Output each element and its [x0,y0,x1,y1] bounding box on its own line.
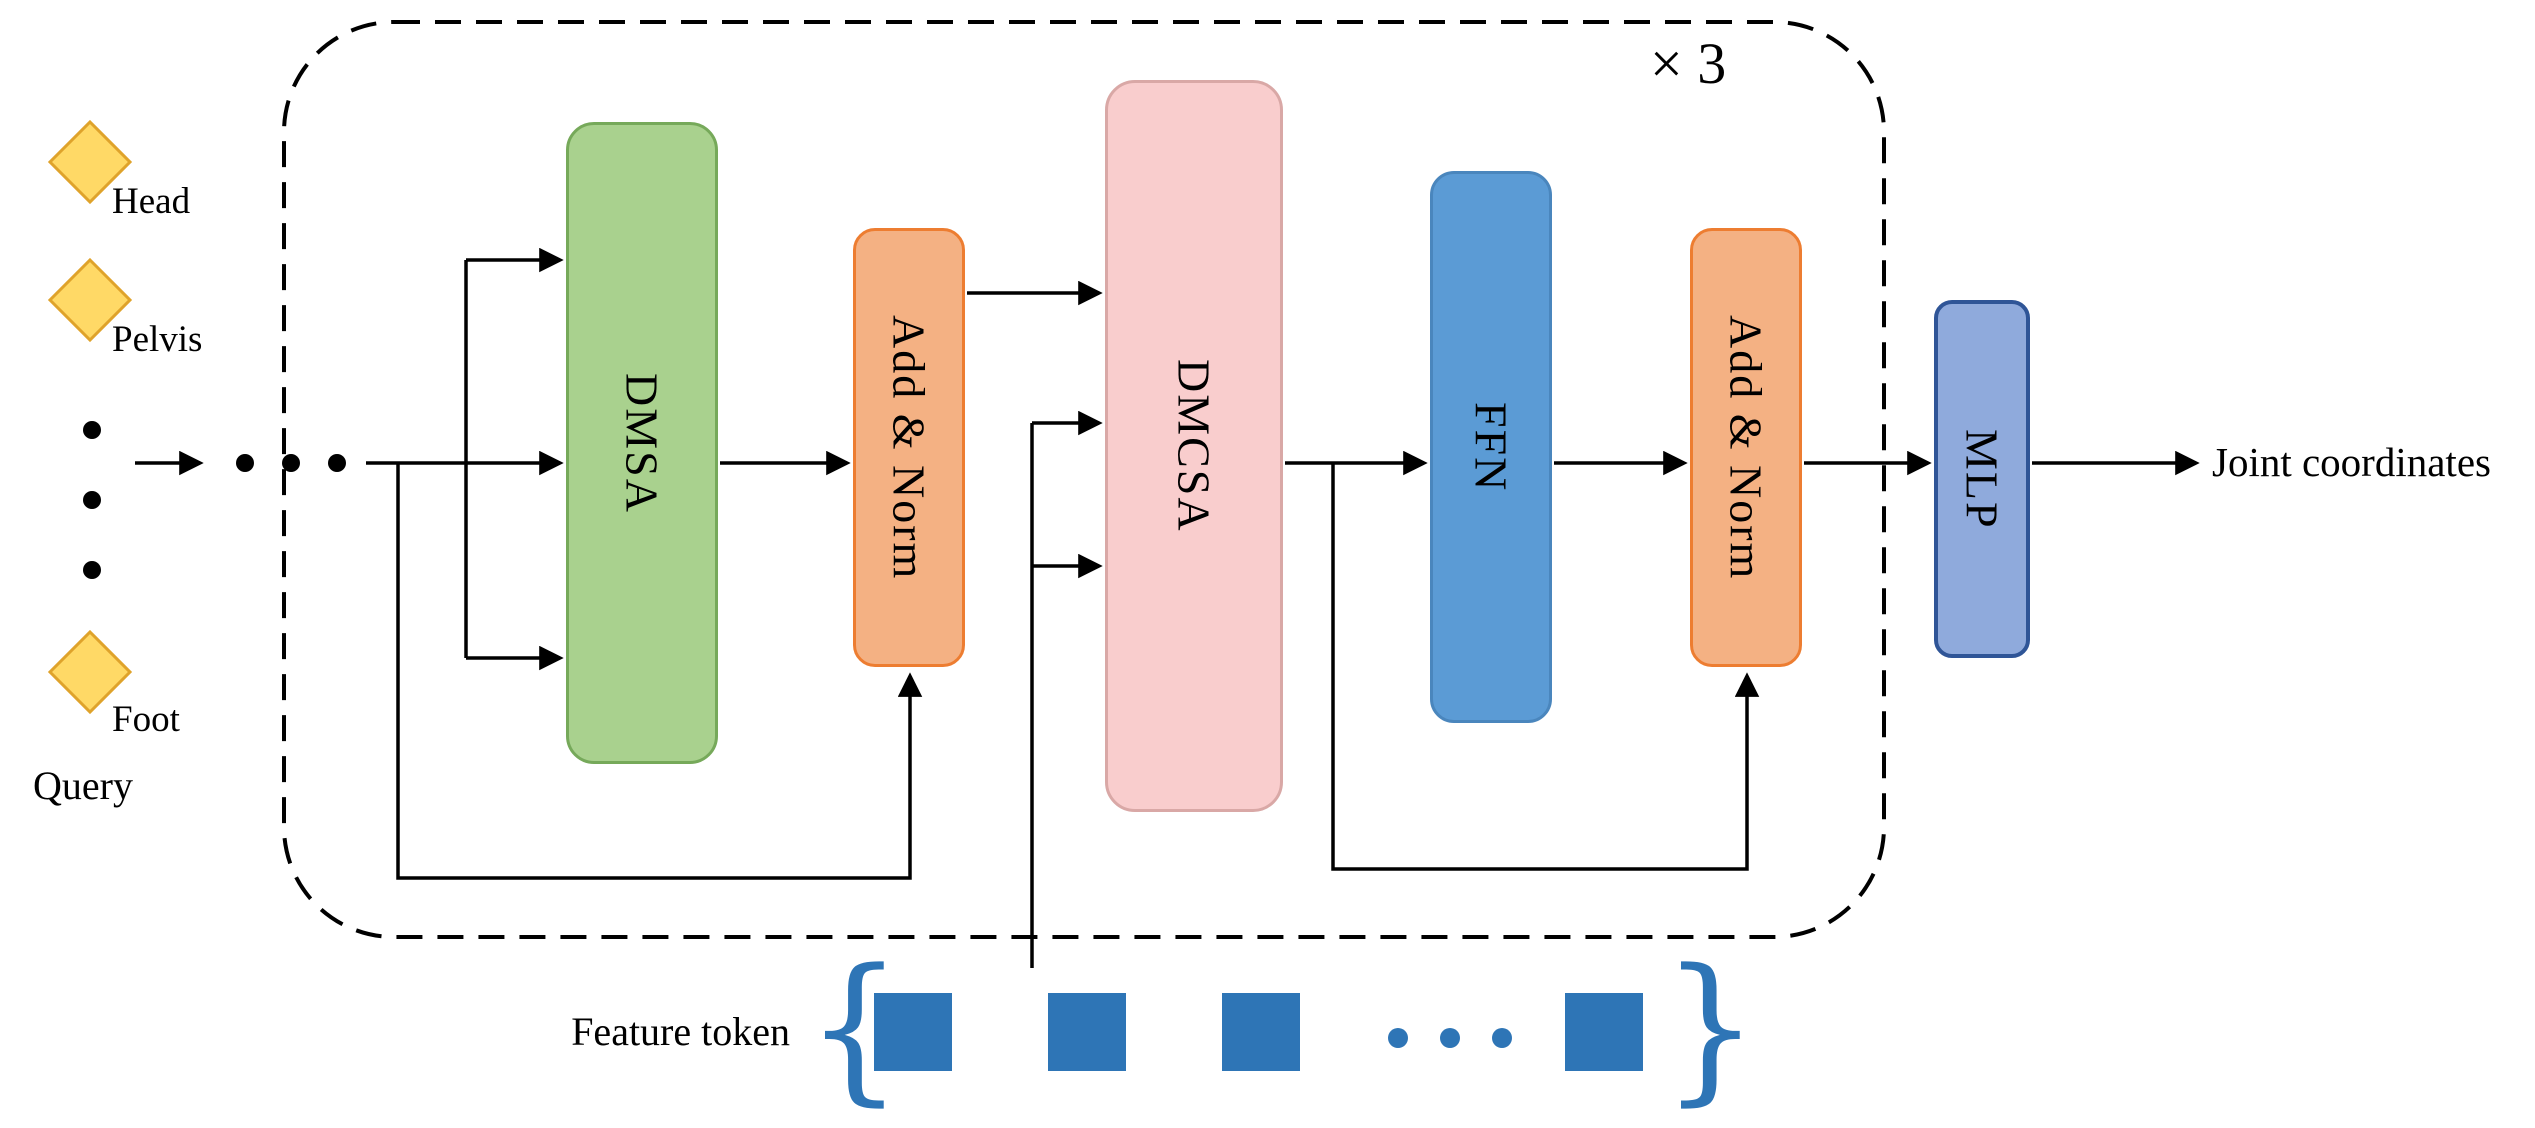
feature-token-brace-left: { [806,934,903,1121]
block-mlp: MLP [1934,300,2030,658]
feature-token-square-1 [874,993,952,1071]
ellipsis-vertical-queries [83,421,101,579]
feature-token-label: Feature token [571,1009,790,1054]
block-dmsa: DMSA [566,122,718,764]
feature-token-square-2 [1048,993,1126,1071]
block-add-norm-1: Add & Norm [853,228,965,667]
block-dmcsa-label: DMCSA [1168,359,1220,533]
query-label-pelvis: Pelvis [112,319,203,360]
block-dmcsa: DMCSA [1105,80,1283,812]
block-add-norm-1-label: Add & Norm [883,314,935,581]
output-label: Joint coordinates [2212,439,2491,485]
skip-connection-2 [1331,463,1760,871]
block-dmsa-label: DMSA [616,372,668,514]
block-mlp-label: MLP [1956,428,2008,530]
query-diamond-head [47,119,133,205]
skip-connection-1 [396,463,923,880]
feature-token-brace-right: } [1662,934,1759,1121]
query-diamond-pelvis [47,257,133,343]
ellipsis-horizontal-input [236,454,346,472]
block-ffn-label: FFN [1465,401,1517,493]
ellipsis-feature-tokens [1388,1028,1512,1048]
query-diamond-foot [47,629,133,715]
feature-token-square-3 [1222,993,1300,1071]
query-label-foot: Foot [112,699,180,740]
feature-token-square-4 [1565,993,1643,1071]
feature-token-squares [874,993,1643,1071]
block-add-norm-2-label: Add & Norm [1720,314,1772,581]
loop-boundary-dashed-box [282,20,1886,939]
block-ffn: FFN [1430,171,1552,723]
query-label-head: Head [112,181,191,222]
block-add-norm-2: Add & Norm [1690,228,1802,667]
query-group-label: Query [33,763,133,808]
loop-count-label: × 3 [1650,31,1727,96]
